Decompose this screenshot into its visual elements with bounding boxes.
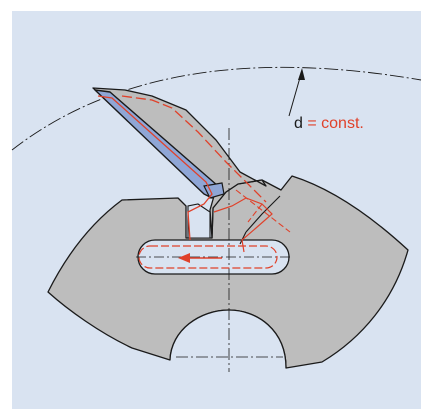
inner-rib-2 — [239, 231, 247, 245]
flow-path-outline — [97, 95, 213, 241]
flow-path-slot — [138, 245, 278, 269]
dimension-relation: = const. — [303, 115, 364, 132]
dimension-arrowhead — [298, 68, 305, 80]
dimension-label: d = const. — [294, 115, 364, 132]
dimension-leader — [288, 73, 302, 117]
inner-rib — [245, 195, 281, 233]
flow-arrow-head — [178, 253, 190, 263]
pitch-circle-arc — [11, 66, 422, 151]
flow-path-inner — [213, 197, 273, 253]
flow-path-cross — [235, 189, 291, 233]
vertical-slot — [187, 203, 211, 239]
dimension-variable: d — [294, 115, 303, 132]
flow-path-upper — [121, 95, 267, 203]
